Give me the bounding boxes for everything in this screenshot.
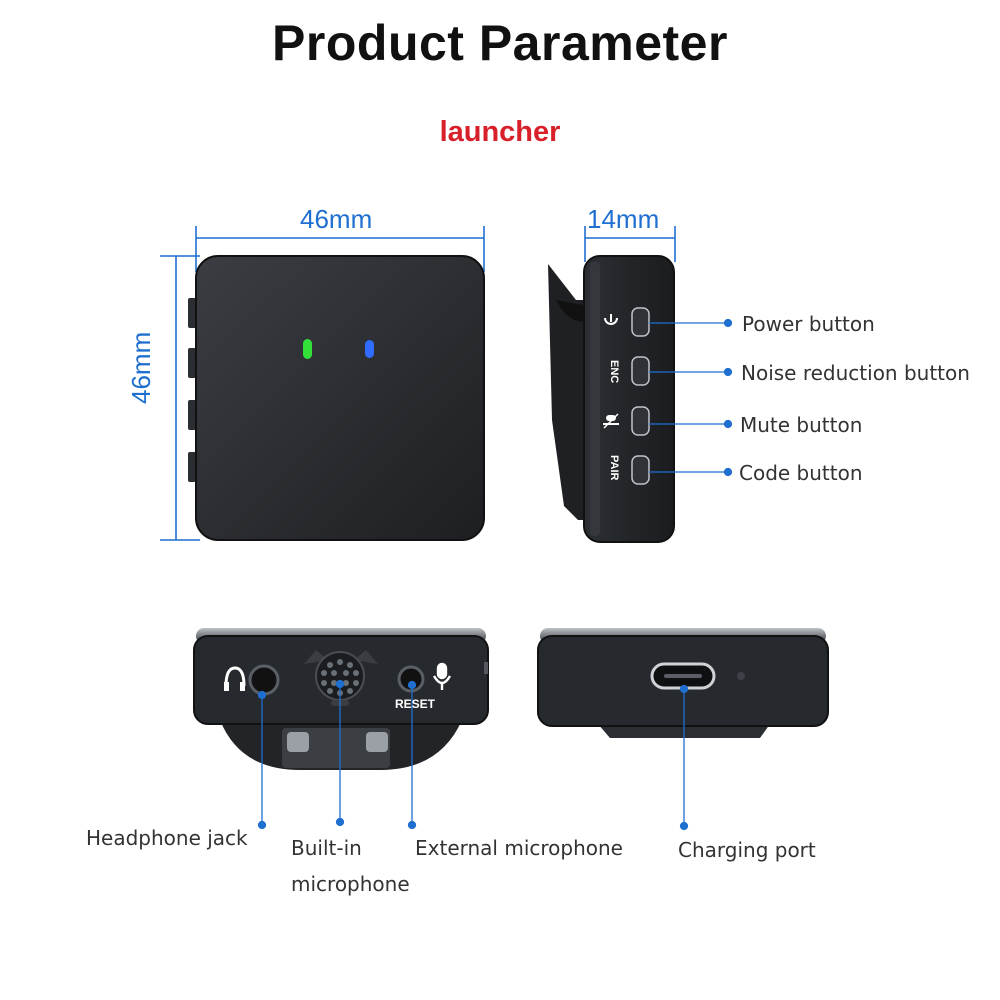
- charging-view-device: [537, 628, 829, 738]
- charging-port-label: Charging port: [678, 838, 816, 862]
- mute-button-label: Mute button: [740, 413, 863, 437]
- headphone-icon: [224, 666, 246, 691]
- reset-text: RESET: [395, 697, 436, 711]
- bottom-view-device: [193, 628, 489, 770]
- noise-reduction-button-label: Noise reduction button: [741, 361, 970, 385]
- pair-text: PAIR: [608, 455, 620, 481]
- headphone-jack-port-icon: [248, 664, 280, 696]
- mute-mic-icon: [603, 413, 619, 429]
- enc-text: ENC: [608, 360, 620, 384]
- height-dimension-label: 46mm: [126, 331, 156, 404]
- microphone-icon: [432, 662, 452, 690]
- front-view-device: [188, 255, 485, 541]
- external-microphone-label: External microphone: [415, 836, 623, 860]
- indicator-dot-icon: [737, 672, 745, 680]
- builtin-microphone-grille-icon: [304, 650, 378, 706]
- page-title: Product Parameter: [272, 15, 728, 71]
- width-dimension-line: [195, 226, 485, 272]
- green-led-icon: [303, 339, 312, 359]
- power-icon: [604, 314, 618, 325]
- blue-led-icon: [365, 340, 374, 358]
- width-dimension-label: 46mm: [300, 204, 373, 234]
- side-view-device: [548, 255, 675, 543]
- headphone-jack-label: Headphone jack: [86, 826, 248, 850]
- code-button-label: Code button: [739, 461, 863, 485]
- builtin-microphone-label-line1: Built-in: [291, 836, 362, 860]
- power-button-label: Power button: [742, 312, 875, 336]
- builtin-microphone-label-line2: microphone: [291, 872, 410, 896]
- depth-dimension-line: [584, 226, 676, 262]
- page-subtitle: launcher: [439, 116, 561, 148]
- depth-dimension-label: 14mm: [587, 204, 660, 234]
- height-dimension-line: [160, 255, 200, 541]
- external-microphone-port-icon: [397, 665, 425, 693]
